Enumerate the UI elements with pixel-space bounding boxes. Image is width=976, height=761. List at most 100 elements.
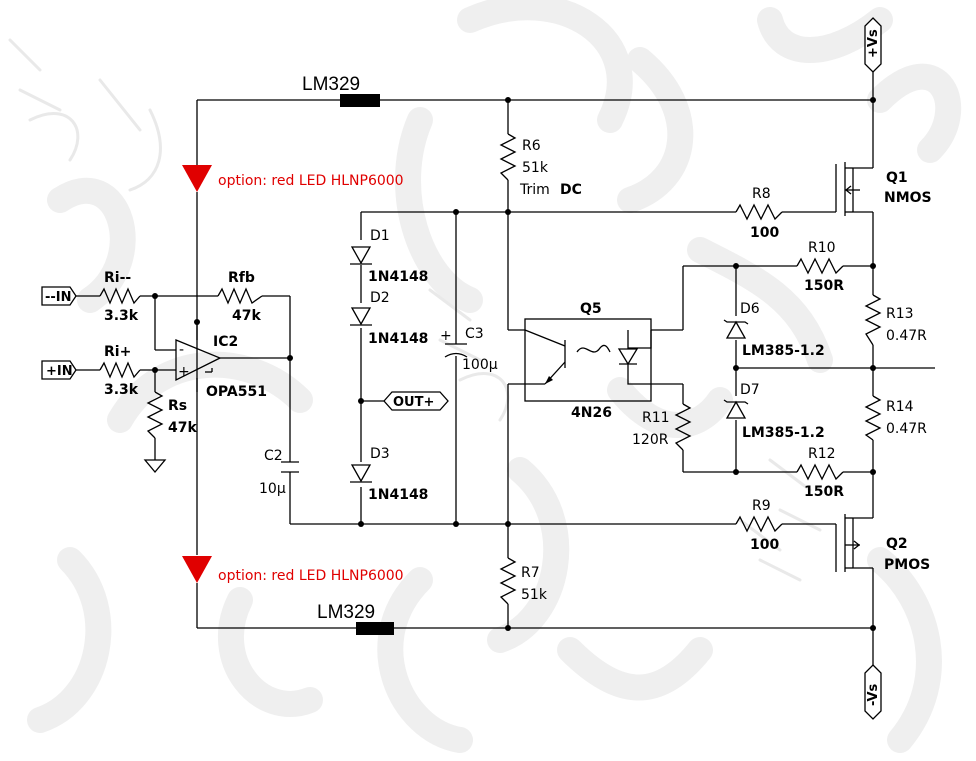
led-top-icon: [182, 165, 212, 192]
port-in-plus-label: +IN: [46, 364, 73, 379]
wires: [75, 72, 935, 665]
r6-value: 51k: [522, 160, 549, 176]
r11-resistor: [674, 403, 692, 451]
r13-ref: R13: [886, 306, 914, 322]
q5-optocoupler-body: [524, 318, 652, 402]
d1-value: 1N4148: [368, 269, 428, 285]
port-vs-plus-label: +Vs: [866, 29, 881, 58]
r8-value: 100: [750, 225, 779, 241]
r6-ref: R6: [522, 138, 541, 154]
lm329-bottom-label: LM329: [317, 602, 375, 623]
rfb-resistor: [217, 287, 263, 305]
ri-minus-value: 3.3k: [104, 308, 139, 324]
r12-value: 150R: [804, 484, 844, 500]
d7-value: LM385-1.2: [742, 425, 825, 441]
rfb-value: 47k: [232, 308, 261, 324]
r13-value: 0.47R: [886, 328, 927, 344]
rs-value: 47k: [168, 420, 197, 436]
r8-resistor: [735, 203, 783, 221]
lm329-bottom-body: [356, 622, 394, 635]
port-out-plus: OUT+: [383, 391, 449, 411]
port-in-minus: --IN: [41, 286, 77, 306]
ri-plus-ref: Ri+: [104, 344, 131, 360]
d3-diode: [350, 464, 372, 483]
port-vs-plus: +Vs: [864, 17, 882, 73]
q1-ref: Q1: [886, 170, 908, 186]
ic2-plus: +: [178, 364, 190, 380]
lm329-top-body: [340, 94, 380, 107]
ic2-opamp: [175, 339, 222, 382]
c2-capacitor: [281, 461, 299, 473]
ri-minus-resistor: [99, 287, 141, 305]
q1-type: NMOS: [884, 190, 932, 206]
port-in-plus: +IN: [41, 360, 77, 380]
r10-resistor: [796, 257, 844, 275]
port-out-plus-label: OUT+: [393, 395, 434, 410]
q5-type: 4N26: [571, 405, 612, 421]
port-in-minus-label: --IN: [45, 290, 72, 305]
r14-ref: R14: [886, 399, 914, 415]
r10-value: 150R: [804, 278, 844, 294]
ri-plus-value: 3.3k: [104, 382, 139, 398]
d1-diode: [350, 246, 372, 265]
q2-type: PMOS: [884, 557, 930, 573]
r9-value: 100: [750, 537, 779, 553]
q5-ref: Q5: [580, 301, 602, 317]
r7-resistor: [499, 557, 517, 605]
r14-resistor: [864, 395, 882, 441]
lm329-top-label: LM329: [302, 74, 360, 95]
d3-ref: D3: [370, 446, 390, 462]
led-bottom-icon: [182, 556, 212, 583]
ri-minus-ref: Ri--: [104, 270, 131, 286]
r14-value: 0.47R: [886, 421, 927, 437]
d3-value: 1N4148: [368, 487, 428, 503]
r7-value: 51k: [521, 587, 548, 603]
d2-diode: [350, 307, 372, 326]
d6-value: LM385-1.2: [742, 343, 825, 359]
r6-resistor: [499, 133, 517, 181]
c2-value: 10µ: [259, 481, 286, 497]
r8-ref: R8: [752, 186, 771, 202]
ic2-minus: -: [179, 342, 184, 358]
r6-trim: Trim: [519, 182, 550, 198]
r11-value: 120R: [632, 432, 669, 448]
d1-ref: D1: [370, 228, 390, 244]
led-bottom-note: option: red LED HLNP6000: [218, 568, 404, 584]
d7-zener: [723, 399, 749, 419]
d2-ref: D2: [370, 290, 390, 306]
port-vs-minus-label: -Vs: [866, 683, 881, 706]
r13-resistor: [864, 294, 882, 346]
ri-plus-resistor: [99, 361, 141, 379]
c3-capacitor: [444, 343, 468, 358]
port-vs-minus: -Vs: [864, 664, 882, 720]
r7-ref: R7: [521, 565, 540, 581]
rs-ref: Rs: [168, 398, 187, 414]
r11-ref: R11: [642, 410, 670, 426]
c3-value: 100µ: [462, 357, 498, 373]
q2-ref: Q2: [886, 536, 908, 552]
d6-ref: D6: [740, 301, 760, 317]
r6-dc: DC: [560, 182, 582, 198]
watermark: [8, 0, 962, 753]
rs-resistor: [146, 391, 164, 439]
r12-resistor: [796, 463, 844, 481]
led-top-note: option: red LED HLNP6000: [218, 173, 404, 189]
d2-value: 1N4148: [368, 331, 428, 347]
c3-plus: +: [440, 328, 452, 344]
r9-resistor: [735, 515, 783, 533]
c2-ref: C2: [264, 448, 283, 464]
c3-ref: C3: [465, 326, 484, 342]
ground-icon: [143, 459, 167, 474]
d6-zener: [723, 319, 749, 339]
r9-ref: R9: [752, 498, 771, 514]
r12-ref: R12: [808, 446, 836, 462]
q2-pmos: [835, 514, 861, 572]
q1-nmos: [835, 162, 860, 216]
d7-ref: D7: [740, 382, 760, 398]
ic2-ref: IC2: [213, 334, 238, 350]
q5-internals: [524, 329, 652, 385]
r10-ref: R10: [808, 240, 836, 256]
junctions: [152, 97, 876, 631]
ic2-type: OPA551: [206, 384, 267, 400]
